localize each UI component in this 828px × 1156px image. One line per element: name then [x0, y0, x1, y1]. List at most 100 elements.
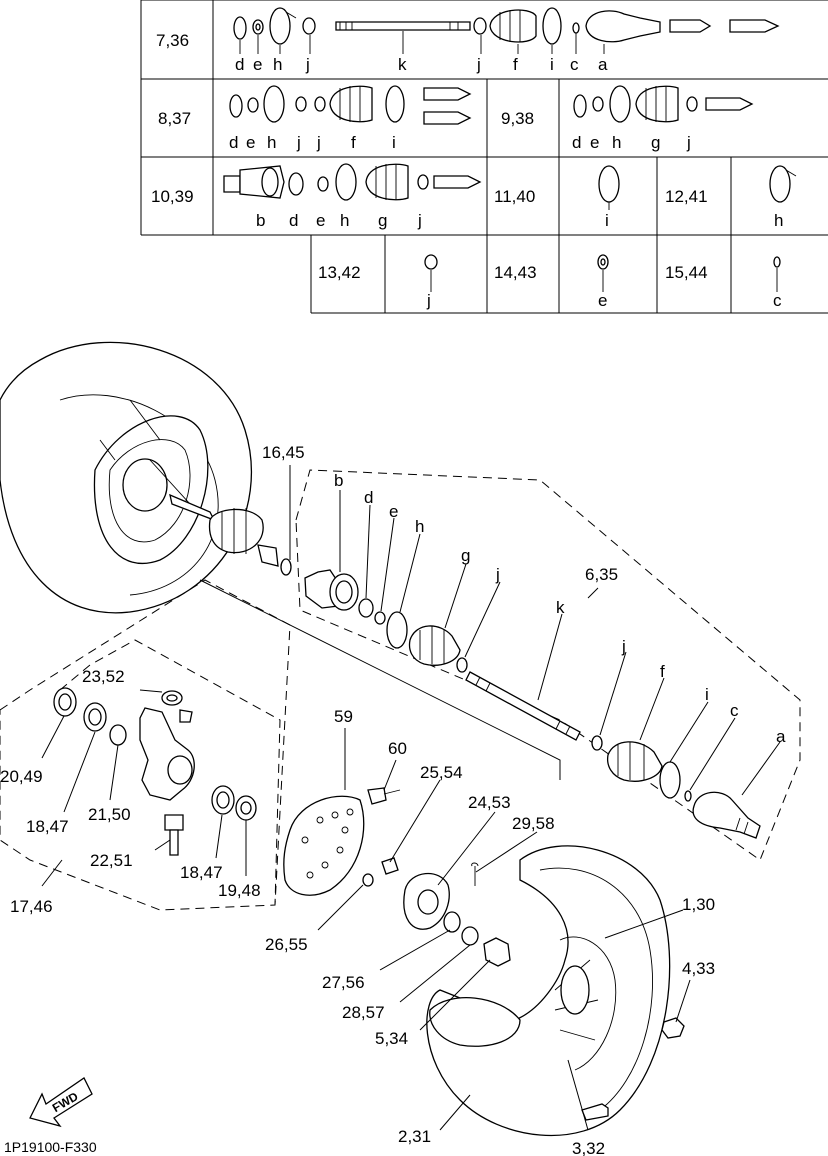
callout-i: i: [705, 685, 709, 704]
callout-18-47-a: 18,47: [26, 817, 69, 836]
row4c-part: c: [773, 256, 782, 310]
svg-text:h: h: [267, 133, 276, 152]
row3a-parts: [223, 163, 482, 201]
svg-text:d: d: [572, 133, 581, 152]
svg-text:i: i: [605, 211, 609, 230]
hub-assembly: [381, 857, 511, 967]
callout-d: d: [364, 488, 373, 507]
row3b-part: i: [598, 165, 620, 230]
svg-text:j: j: [426, 291, 431, 310]
callout-j-2: j: [621, 637, 626, 656]
row2b-letters: d e h g j: [572, 133, 691, 152]
driveshaft-assembly: [280, 469, 801, 861]
row-ref-15-44: 15,44: [665, 263, 708, 282]
row1-letters: d e h j k j f i c a: [235, 31, 608, 74]
kit-table: 7,36 d e h j k j f i: [140, 0, 828, 314]
callout-18-47-b: 18,47: [180, 863, 223, 882]
knuckle-group: [0, 579, 291, 911]
row4a-part: j: [424, 254, 438, 310]
svg-text:a: a: [598, 55, 608, 74]
callout-24-53: 24,53: [468, 793, 511, 812]
callout-16-45: 16,45: [262, 443, 305, 462]
callout-1-30: 1,30: [682, 895, 715, 914]
svg-text:e: e: [246, 133, 255, 152]
upper-wheel: [0, 341, 279, 614]
group-17-46-outline: [199, 579, 561, 780]
callout-23-52: 23,52: [82, 667, 125, 686]
callout-60: 60: [388, 739, 407, 758]
row-ref-10-39: 10,39: [151, 187, 194, 206]
svg-text:h: h: [340, 211, 349, 230]
callout-f: f: [660, 662, 665, 681]
callout-20-49: 20,49: [0, 767, 43, 786]
svg-text:h: h: [612, 133, 621, 152]
svg-text:c: c: [773, 291, 782, 310]
svg-text:i: i: [392, 133, 396, 152]
callout-59: 59: [334, 707, 353, 726]
svg-text:h: h: [273, 55, 282, 74]
row2a-parts: [229, 85, 472, 125]
svg-text:j: j: [417, 211, 422, 230]
row-ref-11-40: 11,40: [494, 187, 535, 206]
callout-h: h: [415, 517, 424, 536]
svg-text:j: j: [686, 133, 691, 152]
svg-text:e: e: [316, 211, 325, 230]
svg-text:d: d: [229, 133, 238, 152]
row-ref-9-38: 9,38: [501, 109, 534, 128]
svg-text:c: c: [570, 55, 579, 74]
callout-17-46: 17,46: [10, 897, 53, 916]
brake-disc: [283, 787, 401, 896]
svg-text:e: e: [253, 55, 262, 74]
callout-5-34: 5,34: [375, 1029, 408, 1048]
callout-28-57: 28,57: [342, 1003, 385, 1022]
svg-text:d: d: [289, 211, 298, 230]
callout-4-33: 4,33: [682, 959, 715, 978]
leader-lines: [41, 465, 781, 1131]
fwd-arrow: FWD: [29, 1077, 93, 1128]
svg-text:j: j: [316, 133, 321, 152]
row2a-letters: d e h j j f i: [229, 133, 396, 152]
svg-text:h: h: [774, 211, 783, 230]
svg-text:g: g: [378, 211, 387, 230]
callout-3-32: 3,32: [572, 1139, 605, 1156]
svg-text:d: d: [235, 55, 244, 74]
svg-text:j: j: [305, 55, 310, 74]
callout-j-1: j: [495, 565, 500, 584]
svg-text:j: j: [296, 133, 301, 152]
callout-26-55: 26,55: [265, 935, 308, 954]
callout-a: a: [776, 727, 786, 746]
svg-text:k: k: [398, 55, 407, 74]
row4b-part: e: [597, 254, 609, 310]
callout-25-54: 25,54: [420, 763, 463, 782]
svg-text:j: j: [476, 55, 481, 74]
callout-6-35: 6,35: [585, 565, 618, 584]
svg-text:f: f: [351, 133, 356, 152]
lower-wheel: [426, 845, 685, 1137]
callout-c: c: [730, 701, 739, 720]
row3a-letters: b d e h g j: [256, 211, 422, 230]
row-ref-8-37: 8,37: [158, 109, 191, 128]
callout-27-56: 27,56: [322, 973, 365, 992]
callout-2-31: 2,31: [398, 1127, 431, 1146]
svg-text:i: i: [550, 55, 554, 74]
row2b-parts: [573, 85, 754, 123]
svg-text:e: e: [598, 291, 607, 310]
row-ref-13-42: 13,42: [318, 263, 361, 282]
callout-22-51: 22,51: [90, 851, 133, 870]
callout-b: b: [334, 471, 343, 490]
drawing-code: 1P19100-F330: [4, 1139, 97, 1155]
svg-text:f: f: [513, 55, 518, 74]
callout-21-50: 21,50: [88, 805, 131, 824]
callout-e: e: [389, 502, 398, 521]
row-ref-12-41: 12,41: [665, 187, 708, 206]
svg-text:e: e: [590, 133, 599, 152]
row-ref-7-36: 7,36: [156, 31, 189, 50]
callout-labels: 16,45 b d e h g j 6,35 k j f i c a 23,52…: [0, 443, 786, 1156]
row1-parts: [233, 7, 780, 45]
callout-29-58: 29,58: [512, 814, 555, 833]
svg-text:g: g: [651, 133, 660, 152]
callout-19-48: 19,48: [218, 881, 261, 900]
callout-g: g: [461, 546, 470, 565]
row-ref-14-43: 14,43: [494, 263, 537, 282]
